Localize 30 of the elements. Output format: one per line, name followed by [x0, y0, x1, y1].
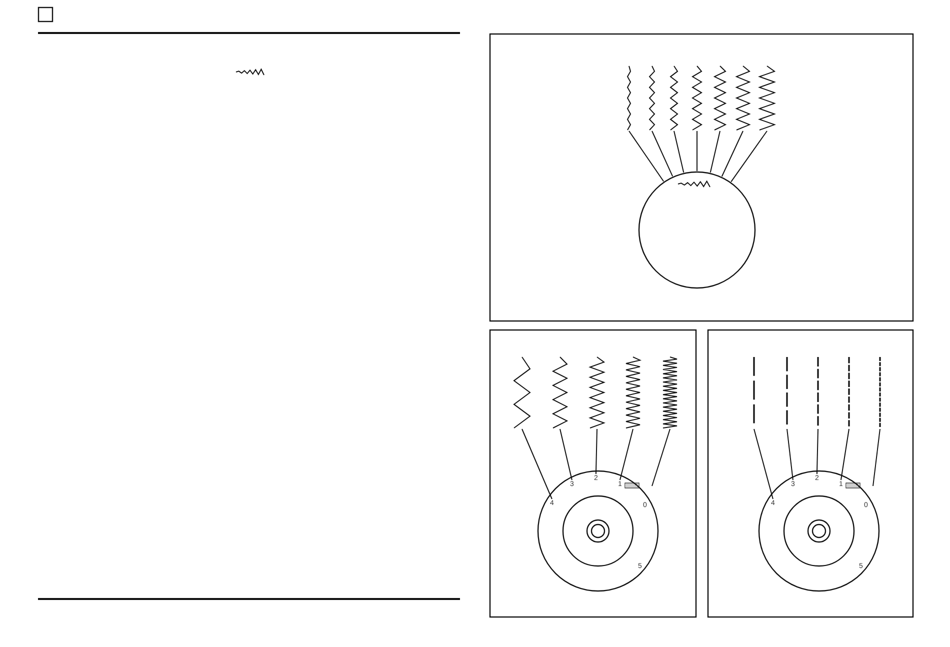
zigzag-stitch-sample: [626, 356, 642, 428]
zigzag-stitch-sample: [713, 66, 727, 130]
leader-line: [595, 428, 598, 474]
zigzag-stitch-sample: [626, 66, 632, 130]
zigzag-stitch-sample: [648, 66, 656, 130]
leader-line: [674, 130, 684, 174]
leader-line: [786, 428, 794, 480]
dial-drawing: [638, 171, 756, 289]
leader-line: [872, 428, 880, 486]
leader-line: [710, 130, 720, 174]
zigzag-stitch-sample: [513, 356, 531, 428]
zigzag-stitch-sample: [692, 66, 702, 130]
leader-line: [652, 130, 674, 177]
leader-line: [560, 428, 572, 480]
zigzag-stitch-sample: [662, 356, 678, 428]
leader-line: [652, 428, 670, 486]
leader-line: [721, 130, 744, 177]
zigzag-stitch-sample: [670, 66, 678, 130]
zigzag-stitch-sample: [588, 356, 606, 428]
leader-line: [730, 130, 768, 182]
leader-line: [619, 428, 634, 480]
leader-line: [816, 428, 818, 474]
zigzag-stitch-sample: [552, 356, 568, 428]
leader-line: [840, 428, 850, 480]
leader-line: [522, 428, 552, 500]
leader-line: [754, 428, 774, 500]
zigzag-stitch-sample: [758, 66, 776, 130]
leader-line: [628, 130, 664, 182]
leader-line: [696, 130, 698, 172]
zigzag-stitch-sample: [735, 66, 751, 130]
